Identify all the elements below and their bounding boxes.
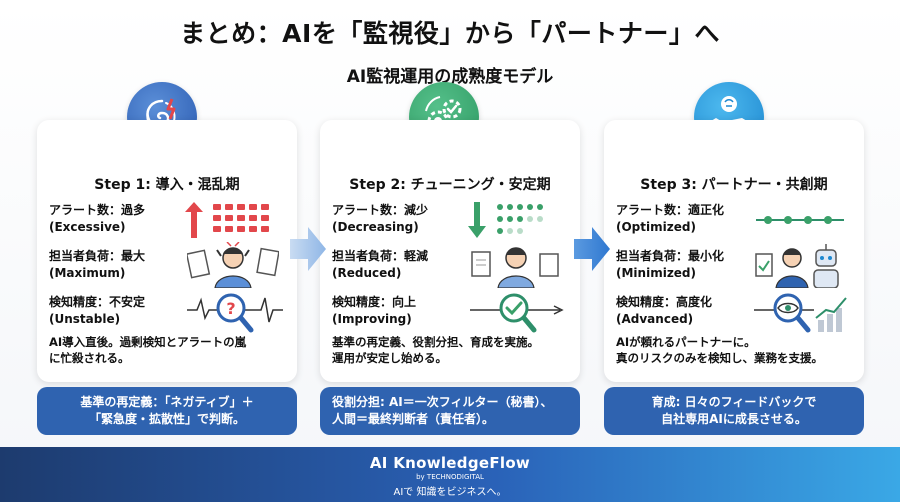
step2-accuracy-label: 検知精度：向上 (Improving) <box>332 295 417 326</box>
progress-arrow-2-icon <box>574 227 610 271</box>
step3-title: Step 3: パートナー・共創期 <box>640 177 828 193</box>
step3-description: AIが頼れるパートナーに。 真のリスクのみを検知し、業務を支援。 <box>616 335 823 365</box>
stressed-person-icon <box>187 242 279 288</box>
step1-card: Step 1: 導入・混乱期 アラート数：過多 (Excessive) 担当者負… <box>37 120 297 382</box>
step3-action-box: 育成: 日々のフィードバックで 自社専用AIに成長させる。 <box>604 387 864 435</box>
footer-by: by TECHNODIGITAL <box>416 473 484 481</box>
unstable-magnifier-icon: ? <box>187 293 283 333</box>
svg-text:?: ? <box>226 299 235 318</box>
person-and-robot-icon <box>755 244 839 288</box>
alert-optimized-icon <box>756 216 844 224</box>
step1-load-label: 担当者負荷：最大 (Maximum) <box>49 249 146 280</box>
step3-load-label: 担当者負荷：最小化 (Minimized) <box>616 249 725 280</box>
footer-brand: AI KnowledgeFlow <box>369 454 531 472</box>
page-subtitle: AI監視運用の成熟度モデル <box>346 67 554 87</box>
footer-banner: AI KnowledgeFlow by TECHNODIGITAL AIで 知識… <box>0 447 900 502</box>
page-title: まとめ：AIを「監視役」から「パートナー」へ <box>180 19 720 48</box>
step2-load-label: 担当者負荷：軽減 (Reduced) <box>332 249 429 280</box>
step1-title: Step 1: 導入・混乱期 <box>94 177 240 193</box>
step2-card: Step 2: チューニング・安定期 アラート数：減少 (Decreasing)… <box>320 120 580 382</box>
step1-description: AI導入直後。過剰検知とアラートの嵐 に忙殺される。 <box>49 335 247 365</box>
alert-surge-icon <box>185 202 269 238</box>
step1-accuracy-label: 検知精度：不安定 (Unstable) <box>49 295 146 326</box>
step3-accuracy-label: 検知精度：高度化 (Advanced) <box>616 295 713 326</box>
step1-alert-label: アラート数：過多 (Excessive) <box>49 203 146 234</box>
step1-action-box: 基準の再定義：「ネガティブ」＋ 「緊急度・拡散性」で判断。 <box>37 387 297 435</box>
step2-description: 基準の再定義、役割分担、育成を実施。 運用が安定し始める。 <box>332 335 539 365</box>
step3-alert-label: アラート数：適正化 (Optimized) <box>616 203 725 234</box>
progress-arrow-1-icon <box>290 227 326 271</box>
step2-title: Step 2: チューニング・安定期 <box>349 177 551 193</box>
calm-person-icon <box>471 247 559 288</box>
step2-action-box: 役割分担: AI＝一次フィルター（秘書）、 人間＝最終判断者（責任者）。 <box>320 387 580 435</box>
improving-magnifier-icon <box>470 293 564 333</box>
footer-tagline: AIで 知識をビジネスへ。 <box>393 487 507 498</box>
step2-alert-label: アラート数：減少 (Decreasing) <box>332 203 429 234</box>
alert-decrease-icon <box>468 202 543 238</box>
advanced-magnifier-icon <box>754 293 847 333</box>
step3-card: Step 3: パートナー・共創期 アラート数：適正化 (Optimized) … <box>604 120 864 382</box>
